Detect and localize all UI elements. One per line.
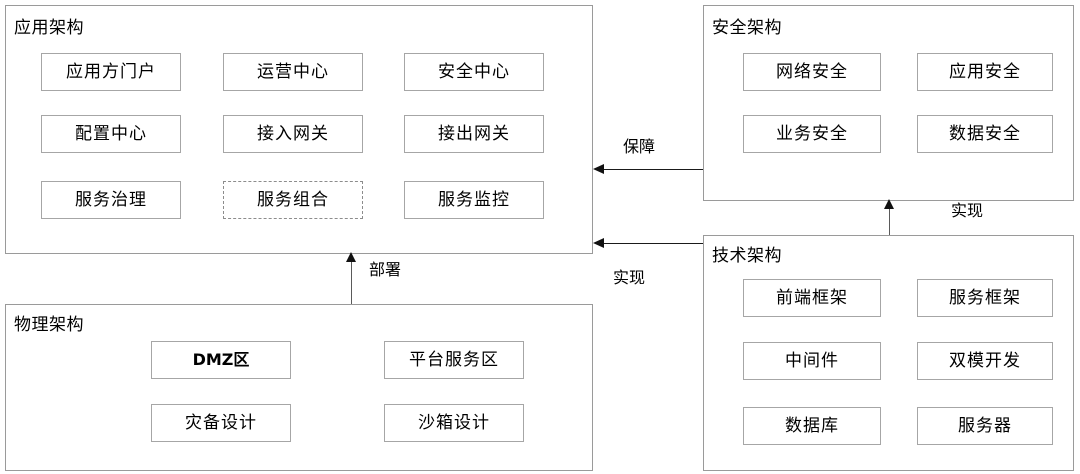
node-service-framework[interactable]: 服务框架: [917, 279, 1053, 317]
node-security-center[interactable]: 安全中心: [404, 53, 544, 91]
panel-title-security: 安全架构: [712, 18, 782, 38]
node-sandbox-design[interactable]: 沙箱设计: [384, 404, 524, 442]
node-config-center[interactable]: 配置中心: [41, 115, 181, 153]
node-network-security[interactable]: 网络安全: [743, 53, 881, 91]
node-business-security[interactable]: 业务安全: [743, 115, 881, 153]
node-service-composition[interactable]: 服务组合: [223, 181, 363, 219]
connector-line-security-to-application: [597, 169, 703, 170]
node-service-governance[interactable]: 服务治理: [41, 181, 181, 219]
panel-technology-architecture: 技术架构 前端框架 服务框架 中间件 双模开发 数据库 服务器: [703, 235, 1074, 471]
connector-label-technology-to-application: 实现: [613, 268, 646, 287]
panel-security-architecture: 安全架构 网络安全 应用安全 业务安全 数据安全: [703, 5, 1074, 201]
node-server[interactable]: 服务器: [917, 407, 1053, 445]
panel-application-architecture: 应用架构 应用方门户 运营中心 安全中心 配置中心 接入网关 接出网关 服务治理…: [5, 5, 593, 254]
connector-label-security-to-application: 保障: [623, 137, 656, 156]
node-frontend-framework[interactable]: 前端框架: [743, 279, 881, 317]
panel-title-technology: 技术架构: [712, 246, 782, 266]
arrow-head-technology-to-security: [884, 199, 894, 209]
panel-title-application: 应用架构: [14, 18, 84, 38]
node-disaster-recovery-design[interactable]: 灾备设计: [151, 404, 291, 442]
connector-line-physical-to-application: [351, 259, 352, 304]
panel-title-physical: 物理架构: [14, 315, 84, 335]
node-service-monitoring[interactable]: 服务监控: [404, 181, 544, 219]
connector-label-physical-to-application: 部署: [369, 260, 402, 279]
node-dual-mode-development[interactable]: 双模开发: [917, 342, 1053, 380]
node-dmz-zone[interactable]: DMZ区: [151, 341, 291, 379]
connector-label-technology-to-security: 实现: [951, 201, 984, 220]
arrow-head-security-to-application: [593, 164, 604, 174]
arrow-head-physical-to-application: [346, 252, 356, 262]
node-application-security[interactable]: 应用安全: [917, 53, 1053, 91]
node-database[interactable]: 数据库: [743, 407, 881, 445]
node-egress-gateway[interactable]: 接出网关: [404, 115, 544, 153]
node-middleware[interactable]: 中间件: [743, 342, 881, 380]
node-application-portal[interactable]: 应用方门户: [41, 53, 181, 91]
node-data-security[interactable]: 数据安全: [917, 115, 1053, 153]
panel-physical-architecture: 物理架构 DMZ区 平台服务区 灾备设计 沙箱设计: [5, 304, 593, 471]
node-operation-center[interactable]: 运营中心: [223, 53, 363, 91]
node-ingress-gateway[interactable]: 接入网关: [223, 115, 363, 153]
connector-line-technology-to-application: [597, 243, 703, 244]
node-platform-service-zone[interactable]: 平台服务区: [384, 341, 524, 379]
connector-line-technology-to-security: [889, 206, 890, 235]
arrow-head-technology-to-application: [593, 238, 604, 248]
